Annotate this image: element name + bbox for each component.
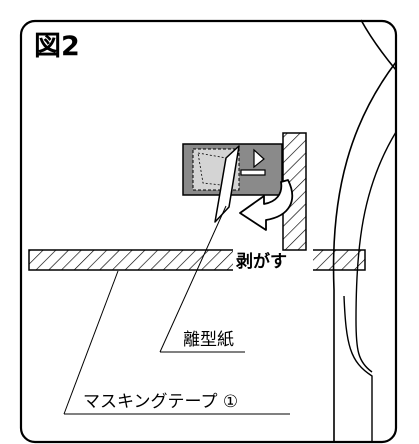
vehicle-body-outline bbox=[332, 19, 397, 442]
masking-tape-strip: 剥がす bbox=[28, 249, 366, 272]
figure-frame bbox=[19, 19, 398, 444]
release-paper-label: 離型紙 bbox=[183, 330, 234, 350]
release-paper-flap bbox=[214, 145, 240, 223]
figure-label: 図2 bbox=[34, 31, 80, 62]
release-paper-leader bbox=[159, 205, 227, 353]
peel-label: 剥がす bbox=[236, 251, 287, 272]
masking-tape-leader bbox=[63, 270, 119, 415]
curved-arrow-left-icon bbox=[239, 179, 293, 231]
step-arrow-icon bbox=[240, 148, 266, 176]
masking-tape-label: マスキングテープ ① bbox=[83, 392, 238, 412]
